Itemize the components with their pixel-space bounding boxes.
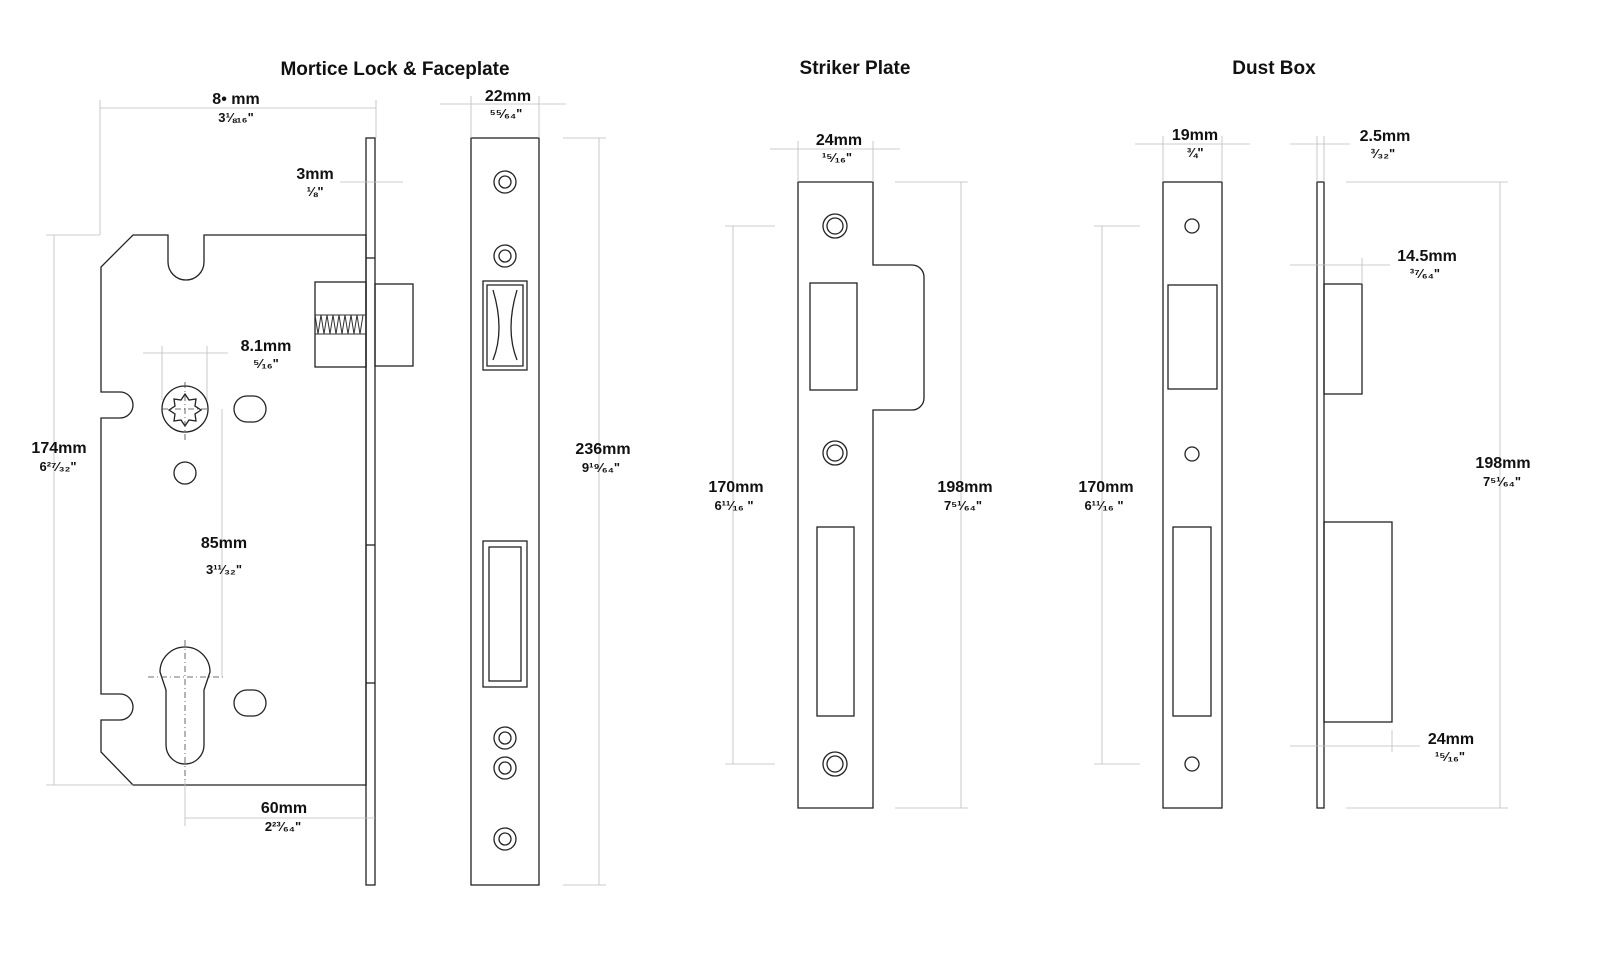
- dust-box-front: [1162, 181, 1223, 809]
- dim-striker-holes-inch: 6¹¹⁄₁₆ ": [714, 498, 753, 513]
- dim-spindle-inch: ⁵⁄₁₆": [253, 356, 279, 371]
- dim-centres-mm: 85mm: [201, 535, 247, 552]
- dim-faceplate-thickness-inch: ⅛": [306, 184, 323, 199]
- lock-body: [100, 137, 414, 886]
- dim-dust-latch-depth-inch: ³⁷⁄₆₄": [1410, 266, 1440, 281]
- dim-dust-latch-depth-mm: 14.5mm: [1397, 248, 1457, 265]
- fixing-slot-lower: [233, 689, 267, 717]
- dim-faceplate-thickness-mm: 3mm: [296, 166, 333, 183]
- dim-lock-depth-mm: 8• mm: [212, 91, 259, 108]
- latch-housing: [314, 281, 367, 368]
- dim-faceplate-width-mm: 22mm: [485, 88, 531, 105]
- title-striker-plate: Striker Plate: [800, 58, 911, 79]
- dimension-labels: 8• mm 3⅛₁₆" 22mm ⁵⁵⁄₆₄" 3mm ⅛" 8.1mm ⁵⁄₁…: [31, 88, 1530, 834]
- dim-body-height-inch: 6²⁷⁄₃₂": [39, 459, 76, 474]
- dim-faceplate-height-inch: 9¹⁹⁄₆₄": [582, 460, 620, 475]
- dim-striker-width-mm: 24mm: [816, 132, 862, 149]
- striker-plate: [797, 181, 925, 809]
- title-dust-box: Dust Box: [1232, 58, 1316, 79]
- dim-striker-holes-mm: 170mm: [708, 479, 763, 496]
- fixing-hole: [173, 461, 197, 485]
- dimension-lines: [46, 96, 1508, 886]
- dim-dust-plate-inch: ³⁄₃₂": [1371, 146, 1395, 161]
- dim-dust-width-mm: 19mm: [1172, 127, 1218, 144]
- euro-cylinder-cutout: [159, 646, 211, 765]
- dim-backset-mm: 60mm: [261, 800, 307, 817]
- dim-centres-inch: 3¹¹⁄₃₂": [206, 562, 242, 577]
- dim-lock-depth-inch: 3⅛₁₆": [218, 110, 254, 125]
- dim-dust-box-depth-inch: ¹⁵⁄₁₆": [1435, 749, 1465, 764]
- dim-dust-width-inch: ¾": [1186, 145, 1203, 160]
- dim-faceplate-height-mm: 236mm: [575, 441, 630, 458]
- latch-bolt: [374, 283, 414, 367]
- faceplate-front: [470, 137, 540, 886]
- dim-dust-box-depth-mm: 24mm: [1428, 731, 1474, 748]
- dim-spindle-mm: 8.1mm: [241, 338, 292, 355]
- dim-dust-holes-inch: 6¹¹⁄₁₆ ": [1084, 498, 1123, 513]
- dim-body-height-mm: 174mm: [31, 440, 86, 457]
- dim-faceplate-width-inch: ⁵⁵⁄₆₄": [490, 106, 523, 121]
- dim-striker-height-mm: 198mm: [937, 479, 992, 496]
- dim-dust-height-mm: 198mm: [1475, 455, 1530, 472]
- dim-striker-height-inch: 7⁵¹⁄₆₄": [944, 498, 982, 513]
- title-mortice-lock: Mortice Lock & Faceplate: [280, 59, 509, 80]
- latch-spring: [314, 314, 366, 335]
- faceplate-side: [365, 137, 376, 886]
- dim-backset-inch: 2²³⁄₆₄": [265, 819, 301, 834]
- dim-dust-holes-mm: 170mm: [1078, 479, 1133, 496]
- dim-dust-height-inch: 7⁵¹⁄₆₄": [1483, 474, 1521, 489]
- fixing-slot-upper: [233, 395, 267, 423]
- dust-box-side: [1316, 181, 1393, 809]
- dim-dust-plate-mm: 2.5mm: [1360, 128, 1411, 145]
- dim-striker-width-inch: ¹⁵⁄₁₆": [822, 150, 852, 165]
